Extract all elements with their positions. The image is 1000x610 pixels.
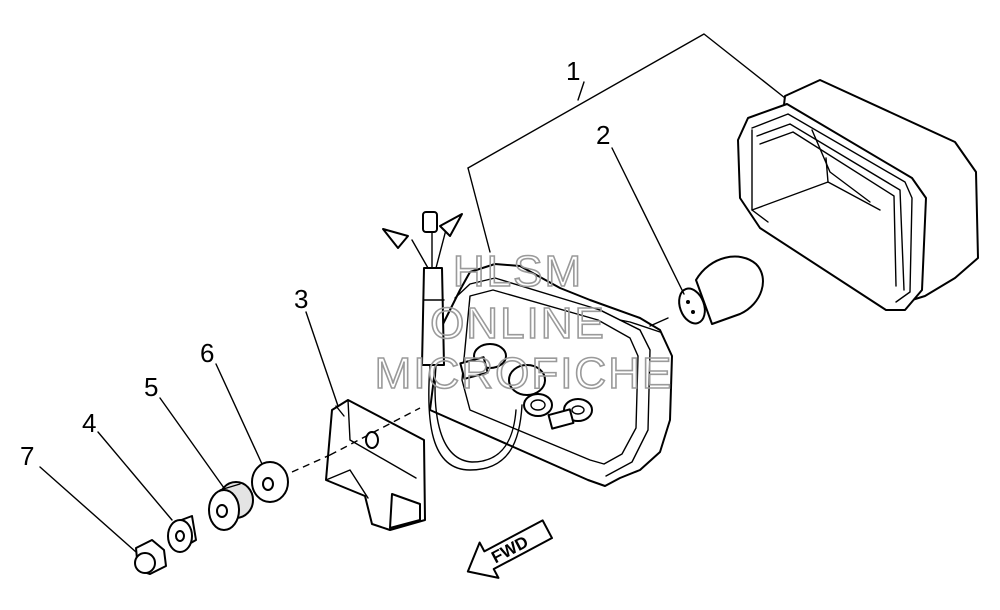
watermark-line-3: MICROFICHE	[375, 349, 674, 398]
callout-2: 2	[596, 120, 610, 150]
part-5-grommet	[208, 481, 254, 531]
part-2-bulb	[649, 255, 764, 327]
part-4-collar	[167, 515, 197, 553]
leader-lines	[39, 33, 786, 553]
callout-7: 7	[20, 441, 34, 471]
callout-4: 4	[82, 408, 96, 438]
part-6-washer	[251, 461, 289, 503]
callout-5: 5	[144, 372, 158, 402]
watermark-line-2: ONLINE	[430, 299, 606, 348]
callout-6: 6	[200, 338, 214, 368]
lamp-housing	[429, 263, 673, 487]
part-1-lens-cover	[737, 79, 979, 311]
part-7-nut	[134, 539, 167, 575]
assembly-axis	[291, 407, 421, 473]
callout-3: 3	[294, 284, 308, 314]
part-3-bracket	[325, 399, 426, 531]
fwd-direction-arrow: FWD	[466, 519, 554, 579]
watermark: HLSM ONLINE MICROFICHE	[374, 246, 674, 399]
callout-1: 1	[566, 56, 580, 86]
wire-harness	[382, 211, 523, 471]
watermark-line-1: HLSM	[453, 247, 583, 296]
